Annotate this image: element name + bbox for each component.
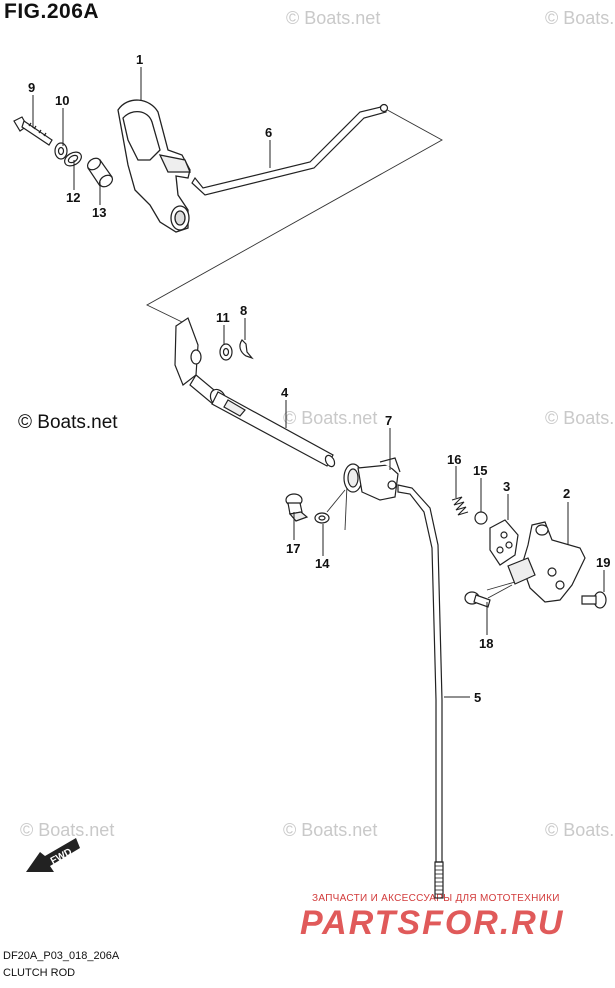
diagram-caption: CLUTCH ROD: [3, 967, 76, 979]
part-17-bolt: [285, 493, 309, 522]
watermark-layer: © Boats.net © Boats.net © Boats.net © Bo…: [20, 8, 615, 840]
callout-10: 10: [55, 93, 69, 108]
part-6-shift-rod: [191, 103, 389, 196]
ad-brand: PARTSFOR.RU: [300, 904, 565, 942]
callout-8: 8: [240, 303, 247, 318]
watermark: © Boats.net: [283, 820, 377, 840]
callout-11: 11: [216, 310, 230, 325]
part-19-screw: [581, 591, 607, 609]
copyright-notice: © Boats.net: [18, 412, 118, 433]
watermark: © Boats.net: [545, 820, 615, 840]
part-15-ball: [474, 511, 488, 525]
callout-14: 14: [315, 556, 330, 571]
callout-19: 19: [596, 555, 610, 570]
callout-leaders: [32, 67, 605, 698]
callout-3: 3: [503, 479, 510, 494]
part-7-rod-joint: [343, 457, 401, 501]
watermark: © Boats.net: [545, 8, 615, 28]
callout-2: 2: [563, 486, 570, 501]
part-13-bushing: [86, 157, 114, 188]
callout-6: 6: [265, 125, 272, 140]
part-18-bolt: [464, 591, 491, 608]
fwd-label: FWD: [49, 847, 74, 867]
callout-12: 12: [66, 190, 80, 205]
part-5-clutch-rod: [397, 484, 444, 899]
callout-17: 17: [286, 541, 300, 556]
watermark: © Boats.net: [283, 408, 377, 428]
part-9-bolt: [13, 116, 53, 146]
part-14-washer: [314, 512, 330, 524]
callout-4: 4: [281, 385, 289, 400]
part-16-spring: [451, 496, 469, 516]
callout-15: 15: [473, 463, 487, 478]
watermark: © Boats.net: [20, 820, 114, 840]
callout-9: 9: [28, 80, 35, 95]
part-8-cotter-pin: [239, 339, 254, 360]
part-4-clutch-shaft: [174, 317, 336, 468]
callout-5: 5: [474, 690, 481, 705]
callout-16: 16: [447, 452, 461, 467]
part-1-clutch-lever: [117, 99, 191, 233]
figure-title: FIG.206A: [4, 0, 100, 23]
watermark: © Boats.net: [286, 8, 380, 28]
assembly-guide-lines: [146, 105, 523, 599]
callout-labels: 1 2 3 4 5 6 7 8 9 10 11 12 13 14 15 16 1…: [28, 52, 610, 705]
callout-18: 18: [479, 636, 493, 651]
fwd-arrow-icon: FWD: [26, 838, 80, 872]
callout-7: 7: [385, 413, 392, 428]
drawing-code: DF20A_P03_018_206A: [3, 950, 120, 962]
watermark: © Boats.net: [545, 408, 615, 428]
callout-1: 1: [136, 52, 143, 67]
part-2-shift-lever: [507, 521, 586, 603]
part-11-washer: [219, 343, 233, 361]
part-3-detent-plate: [489, 519, 519, 566]
part-10-washer: [54, 142, 68, 160]
callout-13: 13: [92, 205, 106, 220]
